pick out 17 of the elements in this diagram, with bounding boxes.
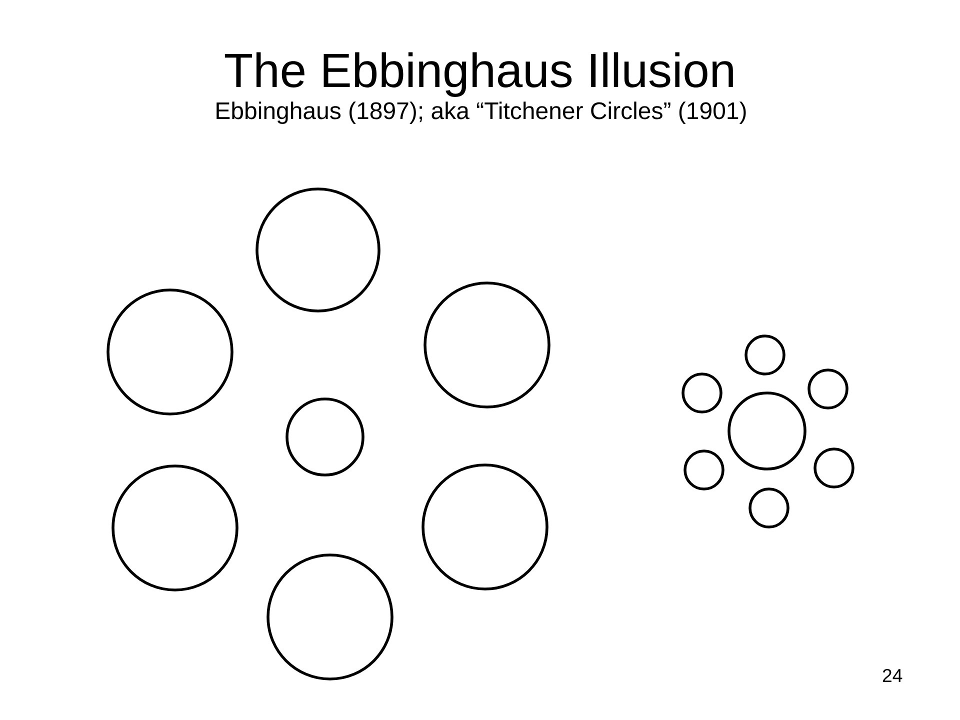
outer-circle — [744, 334, 786, 376]
center-circle — [286, 398, 364, 476]
title: The Ebbinghaus Illusion — [224, 52, 733, 97]
outer-circle — [748, 488, 790, 528]
outer-circle — [112, 464, 238, 592]
outer-circle — [266, 554, 394, 680]
outer-circle — [422, 464, 548, 590]
outer-circle — [106, 288, 234, 416]
outer-circle — [808, 368, 848, 410]
page-number: 24 — [882, 668, 902, 682]
outer-circle — [684, 450, 724, 490]
outer-circle — [256, 188, 380, 312]
subtitle: Ebbinghaus (1897); aka “Titchener Circles” (1901) — [216, 102, 746, 124]
outer-circle — [814, 448, 854, 488]
outer-circle — [424, 282, 550, 408]
outer-circle — [682, 372, 722, 414]
center-circle — [728, 392, 806, 470]
